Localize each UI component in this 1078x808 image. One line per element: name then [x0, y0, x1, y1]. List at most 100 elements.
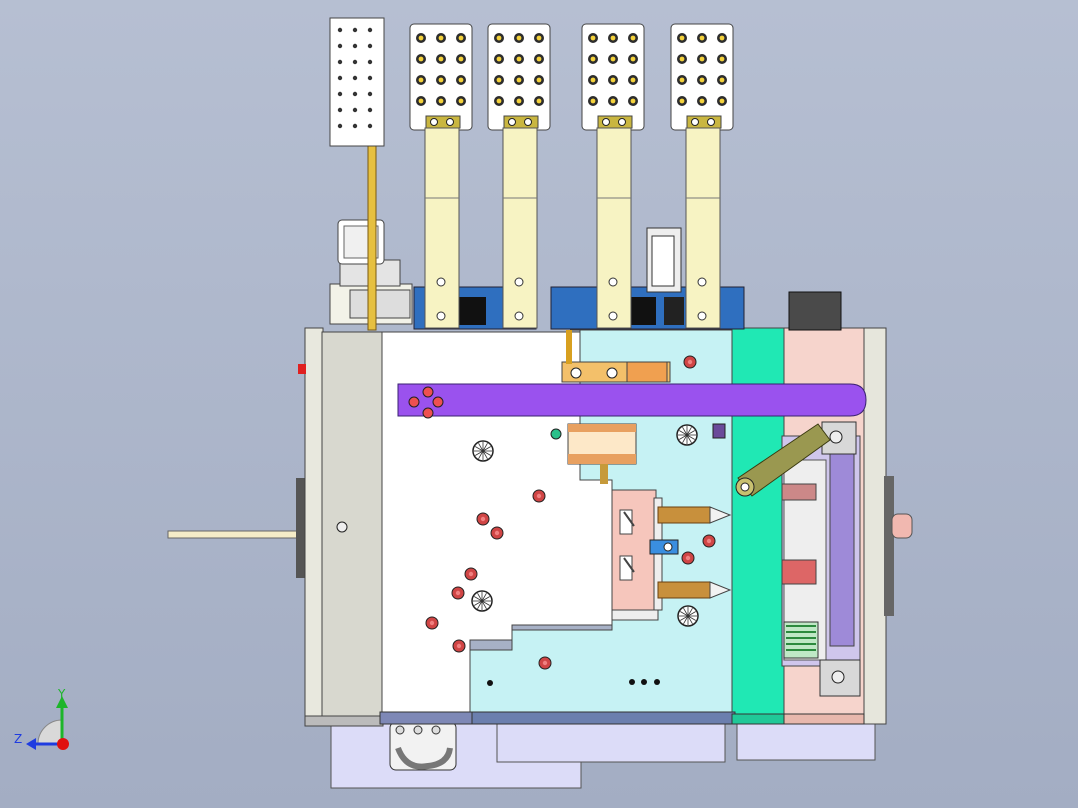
terminal-hole-core — [590, 56, 596, 62]
terminal-hole-core — [438, 56, 444, 62]
contact-rod-upper — [657, 506, 711, 524]
terminal-hole-core — [679, 35, 685, 41]
rosette-spoke — [686, 430, 695, 436]
left-frame — [296, 327, 384, 727]
terminal-hole-core — [438, 77, 444, 83]
purple-operating-lever[interactable] — [397, 383, 867, 417]
terminal-hole-core — [719, 35, 725, 41]
terminal-screw — [618, 118, 626, 126]
rosette-spoke — [686, 427, 692, 436]
terminal-hole-core — [679, 56, 685, 62]
rosette-spoke — [478, 443, 484, 452]
operating-shaft[interactable] — [167, 530, 307, 539]
terminal-hole-core — [516, 56, 522, 62]
terminal-hole-core — [496, 77, 502, 83]
terminal-hole-core — [516, 77, 522, 83]
rosette-spoke — [679, 430, 688, 436]
rosette-spoke — [477, 600, 483, 609]
compression-spring — [783, 621, 819, 659]
aux-terminal-dot — [352, 91, 358, 97]
red-pin-center — [456, 643, 462, 649]
conductor-bolt — [608, 277, 618, 287]
terminal-hole-core — [458, 56, 464, 62]
rosette-spoke — [687, 615, 693, 624]
rosette-spoke — [474, 596, 483, 602]
right-frame-plate — [863, 327, 887, 725]
aux-terminal-dot — [337, 91, 343, 97]
aux-terminal-dot — [367, 75, 373, 81]
aux-terminal-dot — [352, 59, 358, 65]
red-pin-center — [687, 359, 693, 365]
aux-terminal-holes — [337, 27, 373, 129]
terminal-hole-core — [496, 98, 502, 104]
aux-terminal-dot — [367, 59, 373, 65]
conductor-bolt — [436, 277, 446, 287]
aux-terminal-dot — [352, 107, 358, 113]
terminal-hole-core — [719, 98, 725, 104]
base-block-right — [736, 721, 876, 761]
terminal-screw — [691, 118, 699, 126]
terminal-hole-core — [536, 77, 542, 83]
right-mechanism — [781, 421, 861, 697]
center-mechanism — [567, 423, 732, 621]
rosette-spoke — [679, 434, 688, 440]
conductor-bolt — [697, 311, 707, 321]
conductor-bolt — [697, 277, 707, 287]
contact-carrier — [611, 489, 657, 621]
rosette-spoke — [680, 611, 689, 617]
terminal-hole-core — [699, 98, 705, 104]
terminal-hole-core — [438, 98, 444, 104]
rosette-spoke — [475, 446, 484, 452]
terminal-hole-core — [699, 77, 705, 83]
dark-block — [788, 291, 842, 331]
conductor-bolt — [514, 311, 524, 321]
rosette-spoke — [686, 434, 695, 440]
aux-terminal-dot — [367, 43, 373, 49]
red-pin-center — [480, 516, 486, 522]
conductor-bar-1 — [424, 127, 460, 329]
aux-terminal-dot — [367, 27, 373, 33]
aux-terminal-dot — [352, 27, 358, 33]
bottom-cable — [395, 746, 453, 770]
rosette-spoke — [481, 593, 487, 602]
rosette-spoke — [680, 615, 689, 621]
red-pins — [425, 355, 716, 670]
terminal-hole-core — [699, 35, 705, 41]
terminal-screw — [508, 118, 516, 126]
conductor-bar-2 — [502, 127, 538, 329]
aux-terminal-dot — [337, 43, 343, 49]
terminal-hole-core — [516, 98, 522, 104]
rosette-spoke — [683, 608, 689, 617]
rosette-spoke — [687, 611, 696, 617]
terminal-hole-core — [418, 98, 424, 104]
rosette-spoke — [482, 450, 488, 459]
red-pin-center — [494, 530, 500, 536]
aux-terminal-dot — [337, 59, 343, 65]
y-axis-label: Y — [57, 687, 66, 701]
rosette-spoke — [686, 434, 692, 443]
rosette-spoke — [682, 434, 688, 443]
red-pin-center — [468, 571, 474, 577]
terminal-hole-core — [630, 56, 636, 62]
rosette-spoke — [481, 600, 487, 609]
rosette-spoke — [482, 450, 491, 456]
aux-terminal-dot — [337, 107, 343, 113]
terminal-screw — [707, 118, 715, 126]
terminal-hole-core — [610, 98, 616, 104]
aux-terminal-dot — [367, 107, 373, 113]
aux-terminal-dot — [337, 75, 343, 81]
rosette-spoke — [687, 608, 693, 617]
terminal-hole-core — [496, 56, 502, 62]
terminal-hole-core — [719, 56, 725, 62]
right-knob[interactable] — [891, 513, 913, 539]
terminal-hole-core — [699, 56, 705, 62]
conductor-bolt — [514, 277, 524, 287]
terminal-hole-core — [458, 98, 464, 104]
main-terminals — [409, 23, 734, 329]
contact-rod-lower — [657, 581, 711, 599]
axis-triad[interactable]: Y Z — [14, 687, 69, 750]
aux-terminal-dot — [367, 91, 373, 97]
terminal-hole-core — [590, 98, 596, 104]
